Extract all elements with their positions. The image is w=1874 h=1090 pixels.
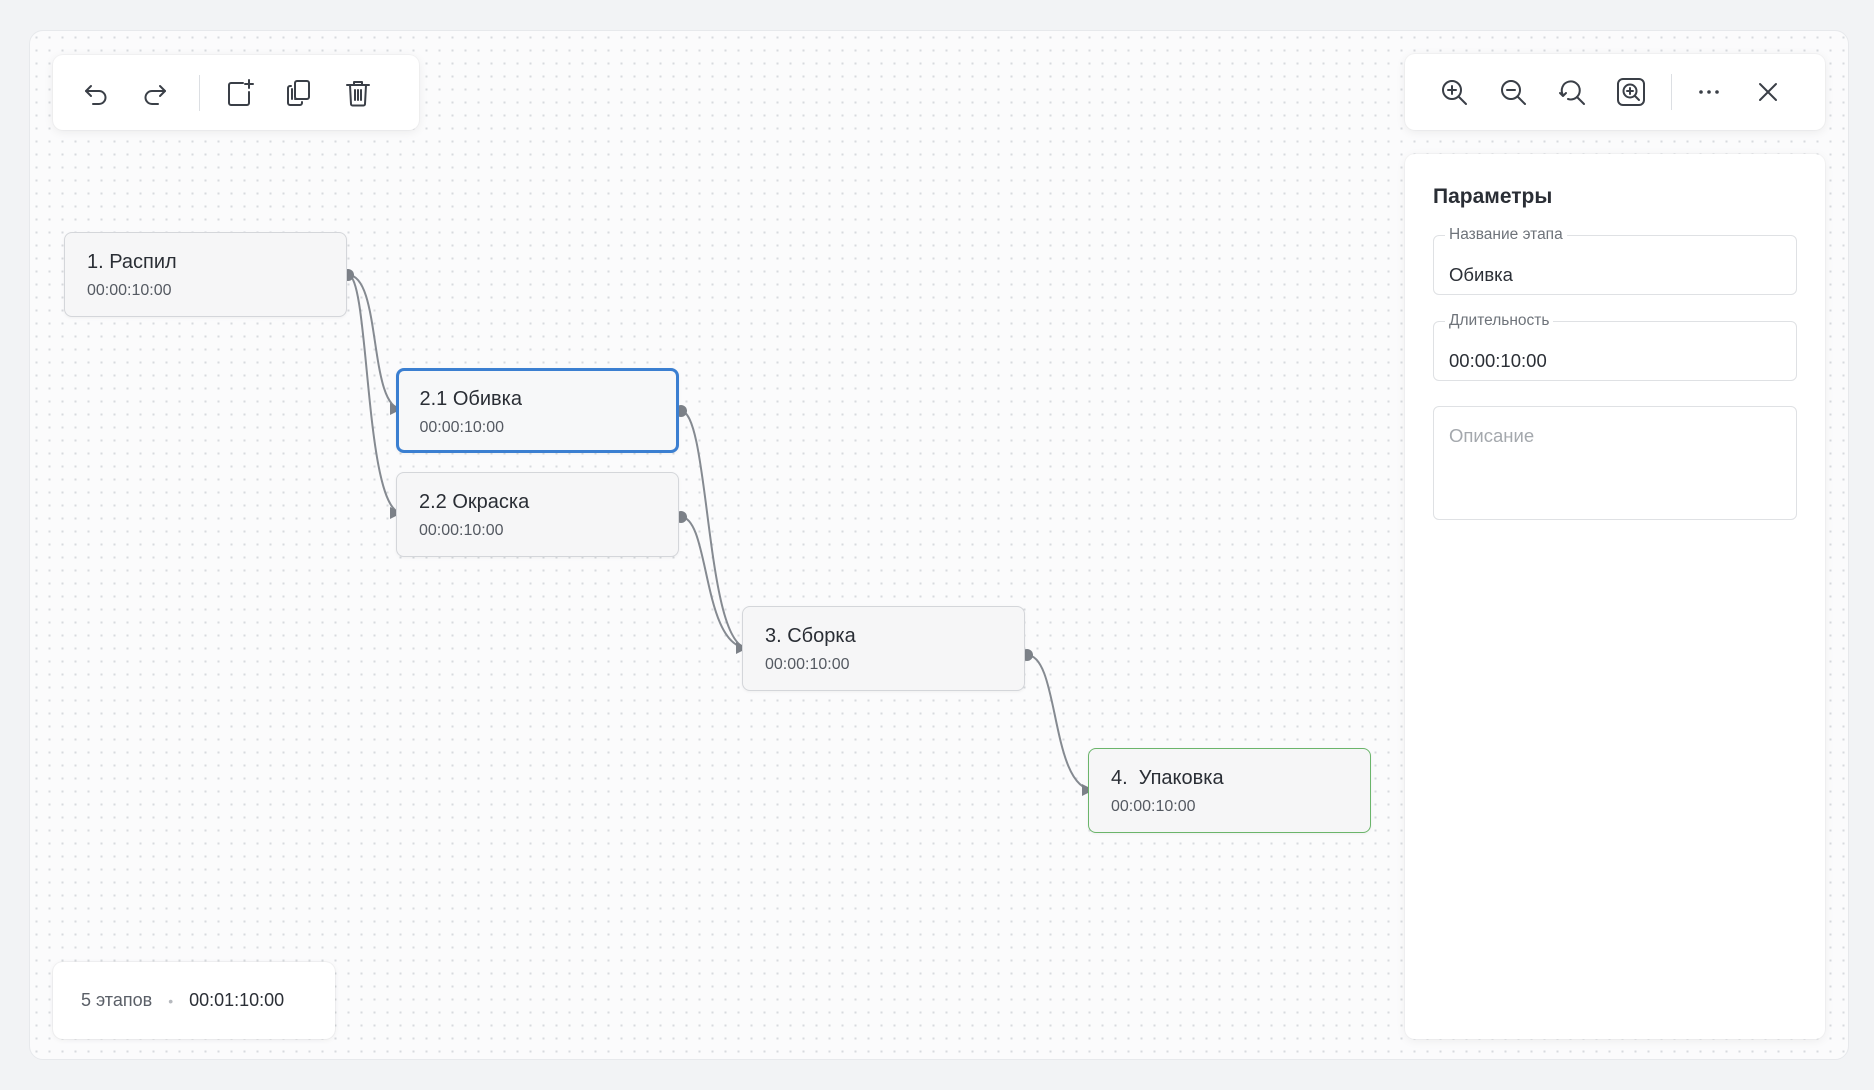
stage-count: 5 этапов xyxy=(81,990,153,1010)
separator-dot: • xyxy=(168,992,174,1009)
stage-node-2-1[interactable]: 2.1 Обивка 00:00:10:00 xyxy=(396,368,679,453)
canvas[interactable]: 1. Распил 00:00:10:00 2.1 Обивка 00:00:1… xyxy=(29,30,1849,1060)
total-duration: 00:01:10:00 xyxy=(189,990,285,1010)
zoom-out-button[interactable] xyxy=(1492,71,1534,113)
stage-name-label: Название этапа xyxy=(1445,225,1567,245)
close-button[interactable] xyxy=(1747,71,1789,113)
duration-input[interactable] xyxy=(1434,322,1796,378)
delete-button[interactable] xyxy=(337,72,379,114)
copy-icon xyxy=(287,79,310,106)
duration-field: Длительность xyxy=(1433,311,1797,381)
stage-node-2-2[interactable]: 2.2 Окраска 00:00:10:00 xyxy=(396,472,679,557)
edge-2-1-to-3 xyxy=(680,410,749,649)
description-input[interactable] xyxy=(1434,407,1796,519)
edge-1-to-2-1 xyxy=(347,274,403,410)
copy-button[interactable] xyxy=(278,72,320,114)
stage-duration: 00:00:10:00 xyxy=(419,522,504,539)
close-icon xyxy=(1759,83,1777,101)
stage-node-1[interactable]: 1. Распил 00:00:10:00 xyxy=(64,232,347,317)
toolbar-divider xyxy=(199,74,200,111)
stage-title: 2.2 Окраска xyxy=(419,491,530,513)
undo-button[interactable] xyxy=(75,72,117,114)
add-stage-button[interactable] xyxy=(219,72,261,114)
redo-button[interactable] xyxy=(134,72,176,114)
more-button[interactable] xyxy=(1688,71,1730,113)
redo-icon xyxy=(144,84,166,105)
duration-label: Длительность xyxy=(1445,311,1554,331)
panel-title: Параметры xyxy=(1433,185,1553,208)
edge-2-2-to-3 xyxy=(680,516,749,649)
toolbar-divider xyxy=(1671,74,1672,110)
more-icon xyxy=(1699,90,1719,94)
add-stage-icon xyxy=(228,78,254,106)
description-field xyxy=(1433,406,1797,520)
undo-icon xyxy=(85,84,107,105)
stage-node-4[interactable]: 4. Упаковка 00:00:10:00 xyxy=(1088,748,1371,833)
stage-title: 3. Сборка xyxy=(765,625,856,647)
stage-duration: 00:00:10:00 xyxy=(765,656,850,673)
trash-icon xyxy=(346,80,370,106)
stage-duration: 00:00:10:00 xyxy=(1111,798,1196,815)
edit-toolbar xyxy=(53,55,419,130)
process-summary: 5 этапов • 00:01:10:00 xyxy=(53,962,335,1039)
zoom-fit-icon xyxy=(1617,78,1645,106)
zoom-fit-button[interactable] xyxy=(1610,71,1652,113)
zoom-out-icon xyxy=(1501,80,1526,105)
stage-title: 2.1 Обивка xyxy=(419,387,522,410)
stage-name-input[interactable] xyxy=(1434,236,1796,292)
stage-duration: 00:00:10:00 xyxy=(419,418,505,436)
stage-duration: 00:00:10:00 xyxy=(87,282,172,299)
zoom-in-button[interactable] xyxy=(1433,71,1475,113)
view-toolbar xyxy=(1405,54,1825,130)
zoom-reset-icon xyxy=(1559,80,1585,105)
stage-title: 1. Распил xyxy=(87,251,177,273)
zoom-reset-button[interactable] xyxy=(1551,71,1593,113)
stage-name-field: Название этапа xyxy=(1433,225,1797,295)
edge-1-to-2-2 xyxy=(347,274,403,514)
parameters-panel: Параметры Название этапа Длительность xyxy=(1405,154,1825,1039)
edge-3-to-4 xyxy=(1026,654,1095,791)
zoom-in-icon xyxy=(1442,80,1467,105)
stage-title: 4. Упаковка xyxy=(1111,767,1224,789)
stage-node-3[interactable]: 3. Сборка 00:00:10:00 xyxy=(742,606,1025,691)
